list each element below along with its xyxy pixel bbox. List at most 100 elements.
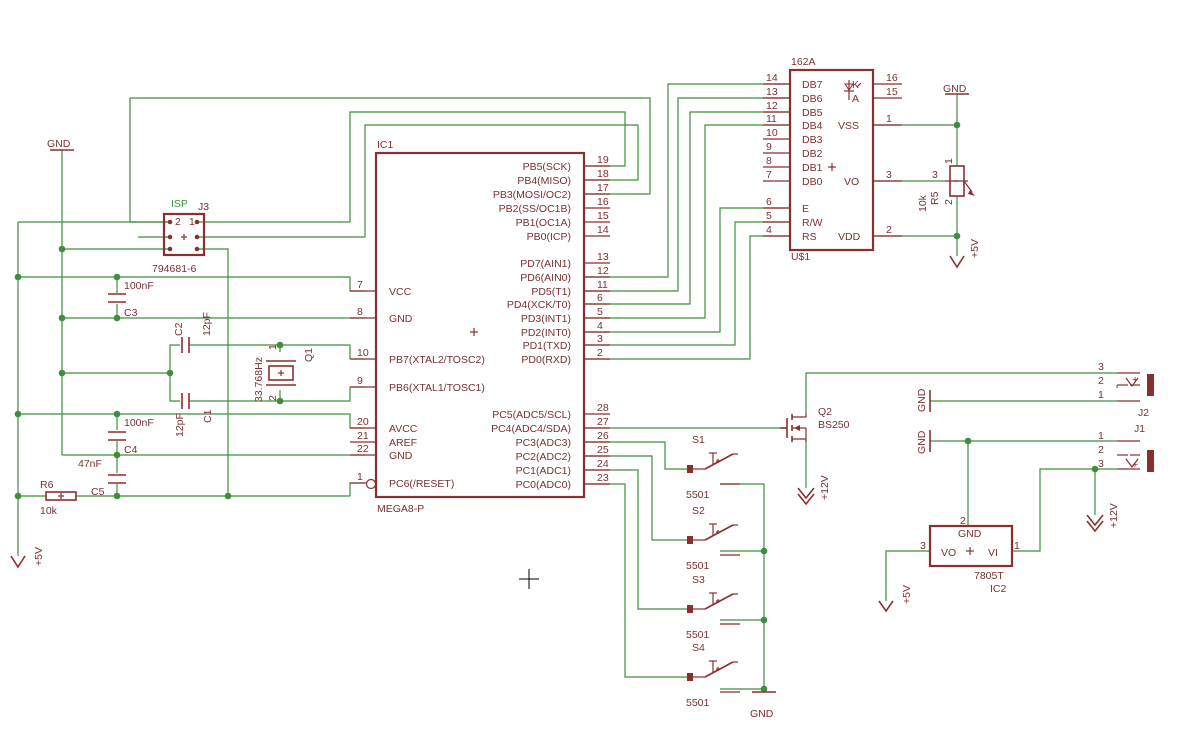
switch-value: 5501 <box>686 697 710 709</box>
lcd-left-pin-label: E <box>802 203 809 215</box>
lcd-left-pin-label: DB0 <box>802 176 823 188</box>
ic1-right-pin-label: PB4(MISO) <box>517 175 571 187</box>
isp-label: ISP <box>171 198 188 210</box>
ic1-right-pin-label: PB3(MOSI/OC2) <box>493 189 571 201</box>
j2-pin3: 3 <box>1098 361 1104 373</box>
gnd-label-switches: GND <box>750 708 774 720</box>
switch-value: 5501 <box>686 629 710 641</box>
backlight-led-icon <box>844 80 862 100</box>
c3-name: C3 <box>124 307 138 319</box>
r6-name: R6 <box>40 479 54 491</box>
lcd-left-pin-label: RS <box>802 231 817 243</box>
lcd-left-pin-num: 7 <box>766 169 772 181</box>
ic1-right-pin-num: 3 <box>597 333 603 345</box>
p12v-label-j1: +12V <box>1108 503 1120 528</box>
switch-name: S4 <box>692 642 705 654</box>
ic1-right-pin-label: PC4(ADC4/SDA) <box>491 423 571 435</box>
ic1-right-pin-label: PD7(AIN1) <box>520 258 571 270</box>
lcd-left-pin-label: DB1 <box>802 162 823 174</box>
r5-pin2: 2 <box>943 199 955 205</box>
c1-value: 12pF <box>174 413 186 437</box>
ic1-right-pin-num: 25 <box>597 444 609 456</box>
lcd-left-pin-num: 14 <box>766 72 778 84</box>
lcd-left-pin-label: DB5 <box>802 107 823 119</box>
ic1-right-pin-label: PB1(OC1A) <box>516 217 571 229</box>
ic1-right-pin-label: PD2(INT0) <box>521 327 571 339</box>
j2-pin1: 1 <box>1098 389 1104 401</box>
lcd-left-pin-num: 9 <box>766 141 772 153</box>
lcd-value: 162A <box>791 56 816 68</box>
ic1-right-pin-label: PC1(ADC1) <box>516 465 571 477</box>
switch-name: S2 <box>692 505 705 517</box>
r5-name: R5 <box>929 191 941 205</box>
ic1-right-pin-num: 23 <box>597 472 609 484</box>
ic1-right-pin-label: PD3(INT1) <box>521 313 571 325</box>
c5-value: 47nF <box>78 458 102 470</box>
q1-pin2: 2 <box>267 395 279 401</box>
resistor-r6: R6 10k <box>40 479 77 517</box>
lcd-left-pin-label: R/W <box>802 217 823 229</box>
switch-s1: S1 5501 <box>686 434 740 501</box>
mosfet-q2: Q2 BS250 <box>780 406 850 442</box>
ic1-right-pin-label: PC3(ADC3) <box>516 437 571 449</box>
ic1-left-pin-label: AREF <box>389 437 417 449</box>
ic1-right-pin-label: PC2(ADC2) <box>516 451 571 463</box>
ic1-value: MEGA8-P <box>377 503 424 515</box>
power-symbols: GND GND GND GND GND +5V +5V +5V +12V +12… <box>10 83 1120 720</box>
isp-name: J3 <box>198 201 209 213</box>
ic1-right-pin-num: 28 <box>597 402 609 414</box>
junction-dots <box>14 121 1099 693</box>
ic2-gnd-label: GND <box>958 528 982 540</box>
switch-value: 5501 <box>686 489 710 501</box>
c3-value: 100nF <box>124 280 154 292</box>
ic1-right-pin-label: PC5(ADC5/SCL) <box>492 409 571 421</box>
svg-text:+: + <box>1132 374 1138 386</box>
lcd-center-cross <box>828 163 836 171</box>
j1-pin3: 3 <box>1098 458 1104 470</box>
ic1-left-pin-label: GND <box>389 313 413 325</box>
ic1-right-pin-num: 12 <box>597 265 609 277</box>
ic2-vo-label: VO <box>941 547 956 559</box>
ic2-pin-gnd: 2 <box>960 515 966 527</box>
ic1-right-pin-num: 18 <box>597 168 609 180</box>
ic2-value: 7805T <box>974 570 1004 582</box>
lcd-right-pin-num: 1 <box>886 113 892 125</box>
capacitor-c2: C2 12pF <box>173 312 213 353</box>
isp-pin1-label: 1 <box>189 216 195 228</box>
ic1-right-pin-num: 16 <box>597 196 609 208</box>
c2-value: 12pF <box>201 312 213 336</box>
ic1-right-pin-num: 6 <box>597 292 603 304</box>
switch-name: S1 <box>692 434 705 446</box>
svg-text:+: + <box>1132 459 1138 471</box>
ic1-right-pin-label: PD6(AIN0) <box>520 272 571 284</box>
ic1-right-pin-num: 15 <box>597 210 609 222</box>
r6-value: 10k <box>40 505 58 517</box>
ic2-name: IC2 <box>990 583 1007 595</box>
isp-pin2-label: 2 <box>175 216 181 228</box>
trimmer-r5: 10k R5 1 2 3 <box>917 158 975 212</box>
r5-pin1: 1 <box>943 158 955 164</box>
c5-name: C5 <box>91 486 105 498</box>
isp-header-j3: ISP J3 794681-6 2 1 <box>152 198 209 275</box>
connector-j2: 3 2 1 + J2 <box>1098 361 1154 419</box>
lcd-right-pin-label: VSS <box>838 120 859 132</box>
ic1-right-pin-num: 27 <box>597 416 609 428</box>
j1-pin2: 2 <box>1098 444 1104 456</box>
ic1-right-pin-num: 19 <box>597 154 609 166</box>
lcd-left-pin-num: 4 <box>766 224 772 236</box>
ic1-left-pin-num: 22 <box>357 443 369 455</box>
c1-name: C1 <box>202 409 214 423</box>
ic1-right-pin-label: PD1(TXD) <box>523 340 571 352</box>
lcd-left-pin-num: 10 <box>766 127 778 139</box>
ic1-name: IC1 <box>377 139 394 151</box>
ic1-left-pin-num: 1 <box>357 471 363 483</box>
p5v-label-regulator: +5V <box>901 585 913 604</box>
lcd-right-pin-num: 15 <box>886 86 898 98</box>
ic1-right-pin-num: 14 <box>597 224 609 236</box>
q2-name: Q2 <box>818 406 832 418</box>
gnd-label-j2: GND <box>916 388 928 412</box>
ic1-right-pin-num: 26 <box>597 430 609 442</box>
